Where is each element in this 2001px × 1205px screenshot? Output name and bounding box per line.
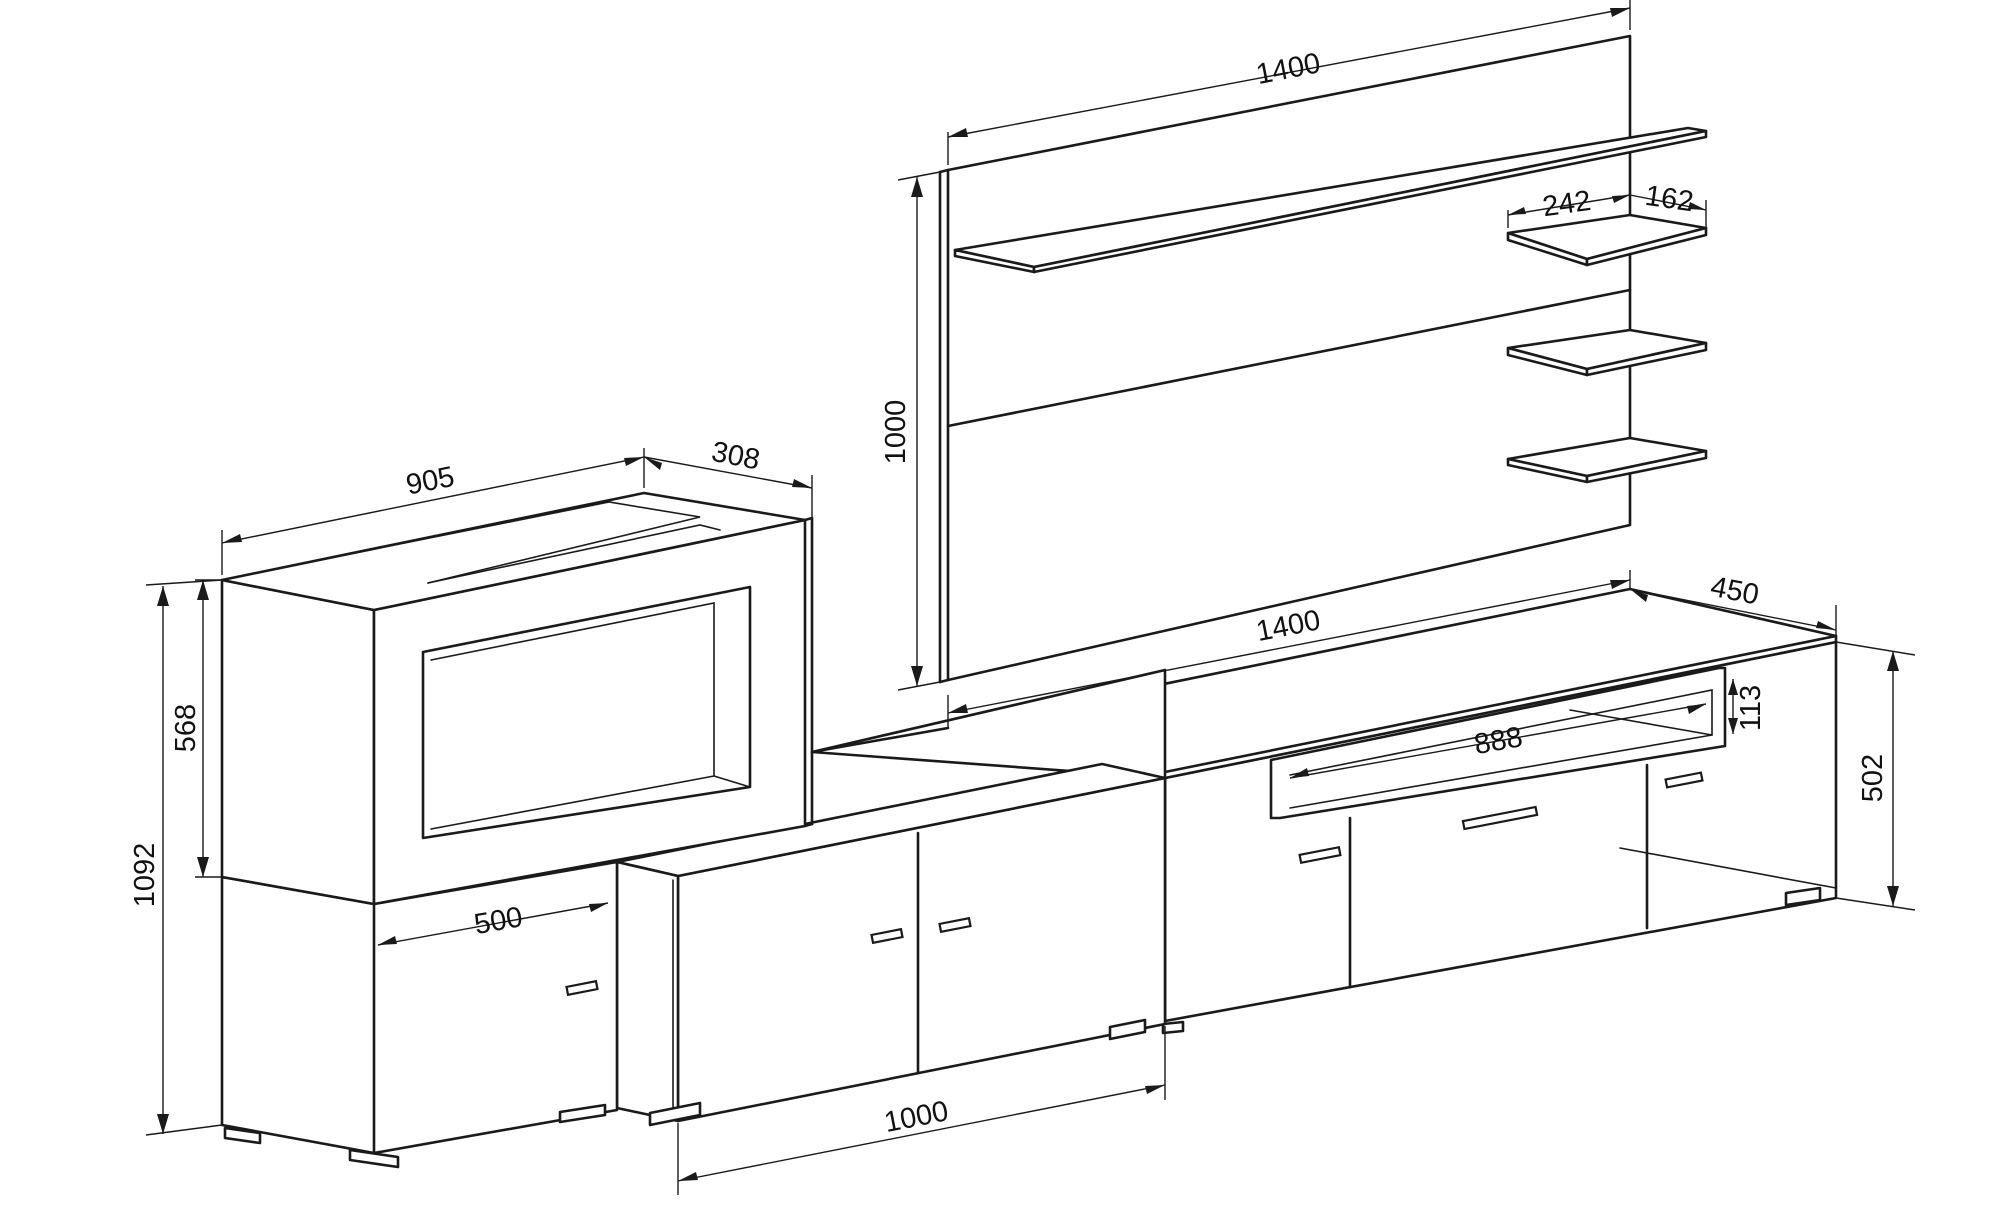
- middle-cabinet-side: [615, 860, 680, 1123]
- dim-label-vitrine-total-height: 1092: [129, 843, 161, 908]
- dim-vitrine-depth: 308: [643, 436, 813, 518]
- middle-door-handle-right: [938, 916, 972, 934]
- dim-label-cabinet-height: 502: [1857, 754, 1889, 802]
- top-shelf: [953, 126, 1708, 274]
- dim-label-vitrine-width: 905: [403, 461, 457, 502]
- dim-label-niche-height: 113: [1735, 685, 1767, 731]
- tv-flap-handle: [1461, 805, 1539, 831]
- vitrine-base-handle: [565, 979, 599, 997]
- wall-panel: [938, 34, 1632, 684]
- dim-label-cabinet-depth: 450: [1708, 571, 1762, 612]
- dim-label-middle-cabinet-width: 1000: [882, 1095, 951, 1139]
- side-shelf-1: [1506, 213, 1708, 267]
- tv-cabinet: [946, 587, 1838, 1035]
- dim-shelf-depth: 242: [1507, 185, 1631, 228]
- tv-cabinet-niche: [1269, 666, 1727, 820]
- side-shelf-3: [1506, 436, 1708, 484]
- vitrine-box-side: [220, 578, 376, 906]
- tv-door-handle-left: [1298, 845, 1342, 865]
- wall-panel-seam: [946, 288, 1632, 428]
- middle-cabinet-top-back: [810, 668, 1167, 780]
- middle-door-handle-left: [870, 927, 904, 945]
- tv-door-handle-right: [1664, 771, 1704, 789]
- side-shelf-2: [1506, 328, 1708, 377]
- dim-label-panel-height: 1000: [880, 400, 912, 465]
- dim-label-panel-width: 1400: [1254, 47, 1323, 91]
- dim-cabinet-height: 502: [1835, 641, 1916, 911]
- middle-cabinet: [615, 668, 1167, 1127]
- dim-vitrine-total-height: 1092: [129, 579, 223, 1136]
- dim-niche-height: 113: [1728, 679, 1767, 734]
- vitrine: [220, 491, 814, 1169]
- dim-panel-height: 1000: [880, 171, 941, 691]
- dim-label-shelf-depth: 242: [1541, 185, 1593, 223]
- vitrine-base: [220, 860, 619, 1155]
- dim-shelf-offset: 162: [1629, 180, 1707, 228]
- dim-label-vitrine-upper-height: 568: [170, 704, 202, 752]
- dim-label-shelf-offset: 162: [1643, 180, 1695, 218]
- dim-vitrine-upper-height: 568: [170, 579, 222, 878]
